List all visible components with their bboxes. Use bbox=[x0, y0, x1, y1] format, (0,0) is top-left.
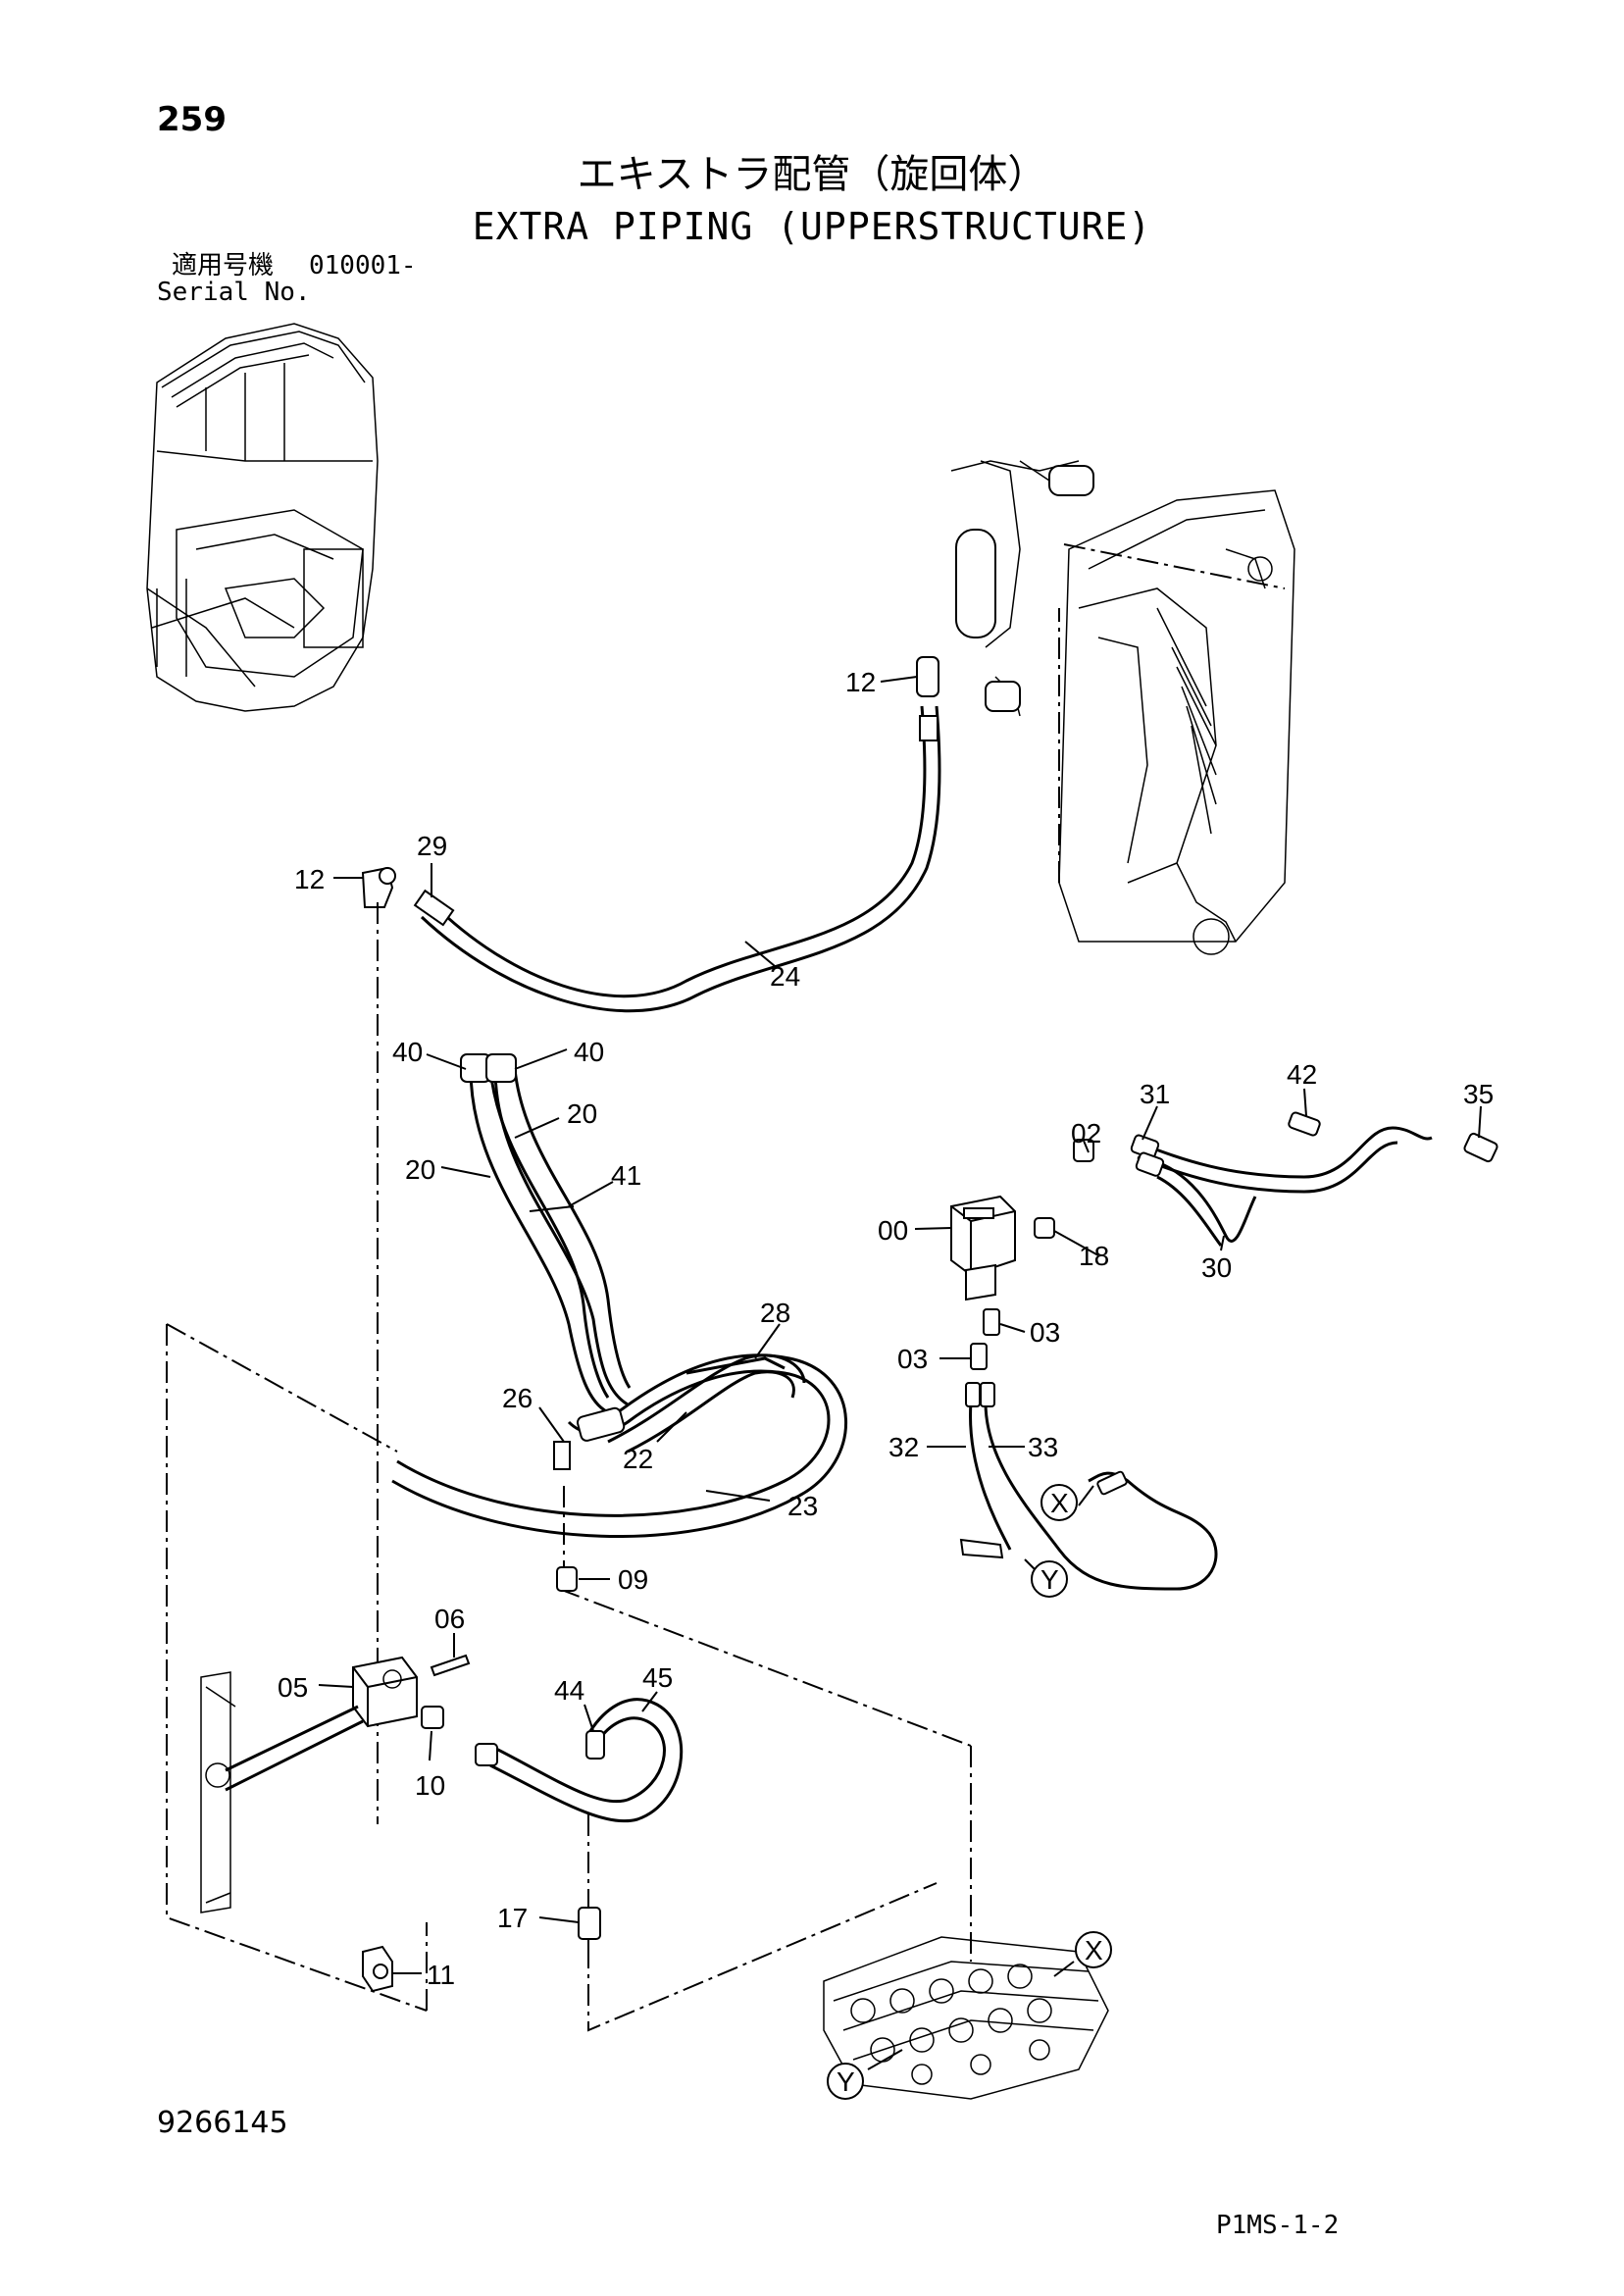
callout-17: 17 bbox=[497, 1903, 528, 1933]
connection-mark-x-upper: X bbox=[1050, 1488, 1069, 1518]
machine-overview-illustration bbox=[146, 323, 379, 712]
accumulator-cylinder bbox=[955, 529, 996, 638]
callout-09: 09 bbox=[618, 1564, 648, 1595]
hose-fitting-26 bbox=[576, 1406, 626, 1442]
connection-mark-y-circle bbox=[1031, 1560, 1068, 1598]
sheet-code: P1MS-1-2 bbox=[1216, 2211, 1340, 2240]
fitting-35 bbox=[1463, 1132, 1498, 1163]
callout-40-right: 40 bbox=[574, 1037, 604, 1067]
elbow-fitting-12 bbox=[361, 866, 396, 908]
callout-18: 18 bbox=[1079, 1241, 1109, 1271]
callout-03-upper: 03 bbox=[1030, 1317, 1060, 1348]
callout-20-upper: 20 bbox=[567, 1098, 597, 1129]
callout-22: 22 bbox=[623, 1444, 653, 1474]
callout-45: 45 bbox=[642, 1662, 673, 1693]
fitting-10 bbox=[421, 1706, 444, 1729]
serial-label-english: Serial No. bbox=[157, 278, 311, 307]
fitting-12-upper bbox=[916, 656, 939, 697]
fitting-02 bbox=[1073, 1139, 1094, 1162]
callout-06: 06 bbox=[434, 1604, 465, 1634]
connection-mark-x-lower: X bbox=[1085, 1935, 1103, 1965]
callout-10: 10 bbox=[415, 1770, 445, 1801]
fitting-18 bbox=[1034, 1217, 1055, 1239]
callout-23: 23 bbox=[787, 1491, 818, 1521]
fitting-09 bbox=[556, 1566, 578, 1592]
hose-45 bbox=[475, 1698, 684, 1823]
callout-29: 29 bbox=[417, 831, 447, 861]
radiator-assembly-illustration bbox=[950, 460, 1295, 955]
fitting-hose-45-end bbox=[475, 1743, 498, 1766]
page-number: 259 bbox=[157, 100, 227, 139]
connection-mark-x-lower-circle bbox=[1075, 1931, 1112, 1968]
hose-20-pair bbox=[460, 1053, 632, 1414]
connection-mark-y-lower-circle bbox=[827, 2063, 864, 2100]
callout-12-left: 12 bbox=[294, 864, 325, 894]
control-valve-illustration bbox=[823, 1936, 1109, 2100]
hoses-30-31-35 bbox=[1130, 1111, 1498, 1247]
callout-03-lower: 03 bbox=[897, 1344, 928, 1374]
callout-40-left: 40 bbox=[392, 1037, 423, 1067]
callout-41: 41 bbox=[611, 1160, 641, 1191]
hose-end-fitting bbox=[919, 715, 939, 741]
block-05-assembly bbox=[200, 1654, 471, 1913]
callout-28: 28 bbox=[760, 1298, 790, 1328]
connection-mark-x-circle bbox=[1040, 1484, 1078, 1521]
callout-02: 02 bbox=[1071, 1118, 1101, 1148]
callout-31: 31 bbox=[1140, 1079, 1170, 1109]
callout-20-lower: 20 bbox=[405, 1154, 435, 1185]
callout-12-upper: 12 bbox=[845, 667, 876, 697]
callout-00: 00 bbox=[878, 1215, 908, 1246]
hose-loop-22-23-28 bbox=[391, 1353, 847, 1539]
callout-05: 05 bbox=[278, 1672, 308, 1703]
page-title-english: EXTRA PIPING (UPPERSTRUCTURE) bbox=[472, 205, 1152, 248]
callout-44: 44 bbox=[554, 1675, 584, 1706]
fitting-03-upper bbox=[983, 1308, 1000, 1336]
hose-end-29 bbox=[413, 889, 455, 927]
page-title-japanese: エキストラ配管（旋回体） bbox=[577, 152, 1047, 197]
callout-26: 26 bbox=[502, 1383, 533, 1413]
fitting-17 bbox=[578, 1907, 601, 1940]
fitting-42 bbox=[1288, 1111, 1321, 1137]
selector-valve-00-assembly bbox=[950, 1139, 1094, 1370]
fitting-40-right bbox=[485, 1053, 517, 1083]
hose-24 bbox=[413, 656, 941, 1013]
serial-label-japanese: 適用号機 bbox=[172, 251, 275, 281]
callout-24: 24 bbox=[770, 961, 800, 992]
callout-32: 32 bbox=[888, 1432, 919, 1462]
connection-mark-y-upper: Y bbox=[1040, 1564, 1059, 1595]
band-41 bbox=[529, 1205, 575, 1212]
drawing-number: 9266145 bbox=[157, 2106, 288, 2140]
serial-range: 010001- bbox=[309, 251, 417, 281]
callout-33: 33 bbox=[1028, 1432, 1058, 1462]
callout-11: 11 bbox=[427, 1960, 455, 1990]
nipple-26 bbox=[553, 1441, 571, 1470]
reference-dash-lines bbox=[166, 1323, 972, 2032]
elbow-fitting-11 bbox=[362, 1945, 393, 1993]
callout-30: 30 bbox=[1201, 1252, 1232, 1283]
leader-lines bbox=[318, 676, 1482, 2070]
connection-mark-y-lower: Y bbox=[837, 2066, 855, 2097]
bolt-06 bbox=[430, 1654, 471, 1677]
callout-35: 35 bbox=[1463, 1079, 1494, 1109]
fitting-03-lower bbox=[970, 1343, 988, 1370]
fitting-44 bbox=[585, 1730, 605, 1760]
callout-42: 42 bbox=[1287, 1059, 1317, 1090]
hoses-32-33 bbox=[959, 1382, 1218, 1591]
